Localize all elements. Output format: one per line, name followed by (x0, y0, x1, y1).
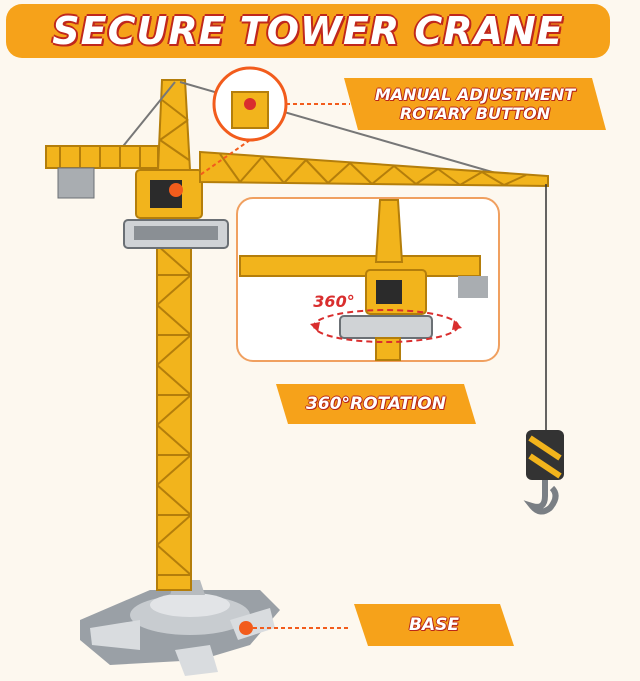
rotation-callout: 360°ROTATION (276, 384, 476, 424)
counter-jib (45, 145, 159, 199)
rotation-label: 360°ROTATION (306, 394, 446, 414)
title-text: SECURE TOWER CRANE (52, 9, 564, 53)
hook-assembly (523, 184, 564, 515)
manual-line-1: MANUAL ADJUSTMENT (374, 85, 576, 104)
inset-degree-label: 360° (304, 290, 364, 312)
crane-mast (156, 244, 192, 591)
callout-tag-shape (354, 604, 514, 646)
callout-tag-shape (344, 78, 606, 130)
base-label: BASE (409, 615, 459, 635)
crane-jib (199, 150, 549, 188)
manual-adjustment-callout: MANUAL ADJUSTMENT ROTARY BUTTON (344, 78, 606, 130)
crane-cab (135, 169, 203, 219)
title-banner: SECURE TOWER CRANE (6, 4, 610, 58)
slewing-ring (123, 219, 229, 249)
inset-degree-text: 360° (313, 291, 355, 311)
callout-tag-shape (276, 384, 476, 424)
rotation-inset (236, 197, 500, 362)
manual-line-2: ROTARY BUTTON (399, 104, 551, 123)
base-callout: BASE (354, 604, 514, 646)
